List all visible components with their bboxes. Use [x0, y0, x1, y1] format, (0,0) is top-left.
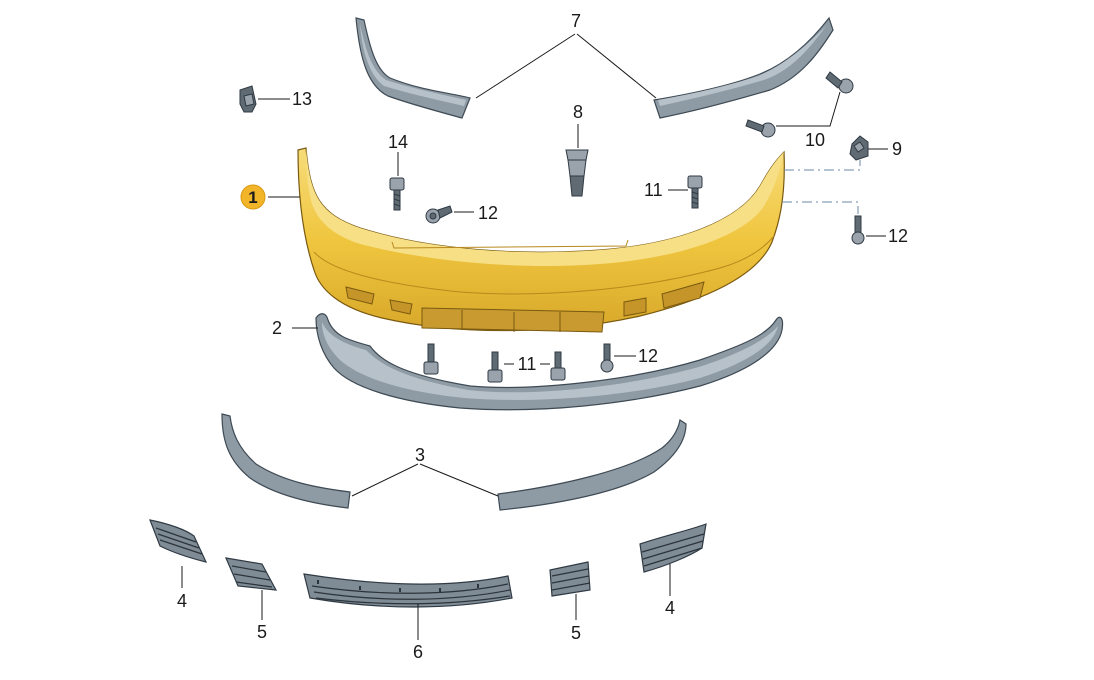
callout-1[interactable]: 1: [240, 184, 266, 210]
alignment-lines: [782, 160, 861, 214]
callout-12-right-label: 12: [888, 226, 908, 246]
bolt-14: [389, 177, 405, 211]
screw-12-right: [851, 215, 865, 245]
lower-trim-strip: [315, 313, 784, 411]
callout-1-label: 1: [248, 188, 257, 207]
grille-center: [303, 573, 513, 608]
bumper-cover[interactable]: [297, 147, 785, 333]
callout-8-label: 8: [573, 102, 583, 122]
callout-14-label: 14: [388, 132, 408, 152]
screw-12-top-left: [425, 205, 453, 224]
clip-13: [239, 85, 257, 113]
callout-11-top-label: 11: [644, 180, 663, 200]
bolt-11-top: [687, 175, 703, 209]
callout-5-left-label: 5: [257, 622, 267, 642]
screw-10-upper: [825, 71, 854, 94]
leader-lines: [181, 33, 888, 640]
callout-4-right-label: 4: [665, 598, 675, 618]
grille-inner-left: [225, 557, 278, 591]
upper-trim-strip-right: [653, 16, 834, 119]
callout-7-label: 7: [571, 11, 581, 31]
callout-6-label: 6: [413, 642, 423, 662]
bolt-11-lower-a: [487, 351, 503, 383]
callout-2-label: 2: [272, 318, 282, 338]
callout-12-top-left-label: 12: [478, 203, 498, 223]
splitter-strip-left: [221, 413, 351, 509]
callout-9-label: 9: [892, 139, 902, 159]
callout-3-label: 3: [415, 445, 425, 465]
splitter-strip-right: [497, 419, 687, 511]
callout-10-label: 10: [805, 130, 825, 150]
grille-outer-right: [639, 523, 707, 573]
clip-9: [849, 135, 869, 161]
callout-5-right-label: 5: [571, 623, 581, 643]
grille-inner-right: [549, 561, 591, 597]
bolt-lower-left: [423, 343, 439, 375]
screw-10-lower: [745, 119, 776, 138]
grille-outer-left: [149, 519, 208, 563]
pin-8: [565, 149, 589, 197]
upper-trim-strip-left: [355, 17, 471, 119]
callout-12-bottom-label: 12: [638, 346, 658, 366]
screw-12-lower: [600, 343, 614, 373]
callout-11-bottom-label: 11: [518, 354, 537, 374]
callout-4-left-label: 4: [177, 591, 187, 611]
bolt-11-lower-b: [550, 351, 566, 381]
callout-13-label: 13: [292, 89, 312, 109]
